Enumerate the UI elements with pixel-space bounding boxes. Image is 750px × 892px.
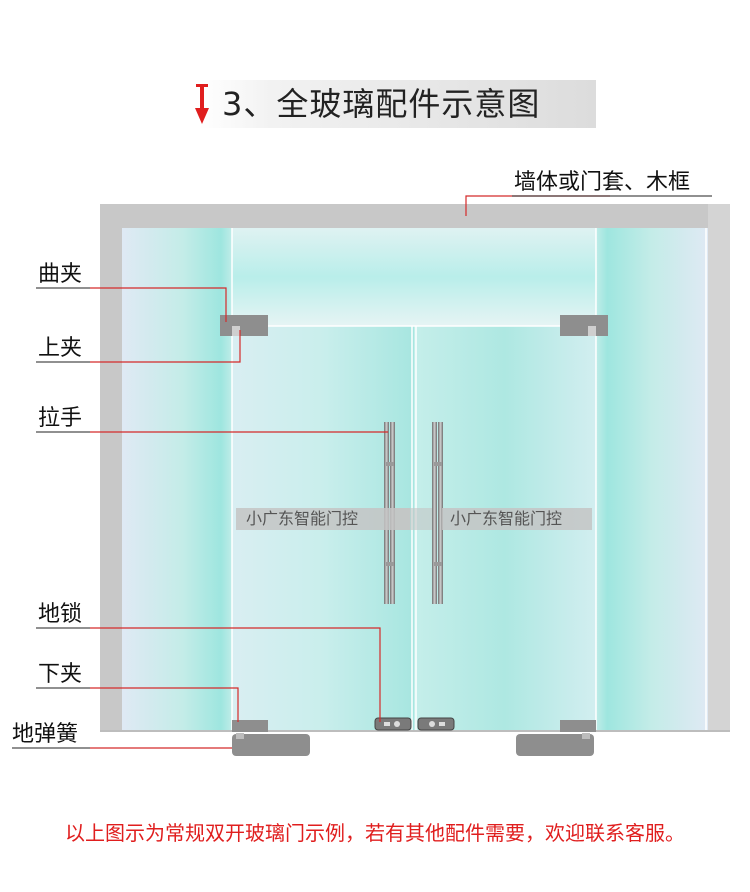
leader-lines bbox=[90, 195, 610, 749]
watermark-band-left bbox=[236, 508, 410, 530]
title-banner bbox=[200, 80, 596, 128]
title-arrow-icon bbox=[195, 84, 209, 124]
wall-frame bbox=[100, 204, 730, 732]
watermark-text: 小广东智能门控 bbox=[246, 509, 359, 528]
side-glass-left bbox=[122, 228, 232, 730]
label-underlines bbox=[12, 195, 712, 749]
label-bottom-clamp: 下夹 bbox=[38, 662, 83, 687]
handle-right bbox=[432, 422, 443, 604]
label-floor-spring: 地弹簧 bbox=[12, 722, 79, 747]
watermark-band-right bbox=[442, 508, 592, 530]
top-clamp-left bbox=[220, 315, 268, 336]
page-title: 3、全玻璃配件示意图 bbox=[222, 85, 541, 123]
top-glass bbox=[232, 228, 596, 326]
side-glass-right bbox=[596, 228, 708, 730]
footer-note: 以上图示为常规双开玻璃门示例，若有其他配件需要，欢迎联系客服。 bbox=[65, 821, 685, 845]
label-curved-clamp: 曲夹 bbox=[38, 262, 83, 287]
floor-spring-right bbox=[516, 733, 594, 756]
top-clamp-right bbox=[560, 315, 608, 336]
label-floor-lock: 地锁 bbox=[38, 602, 83, 627]
watermark-text: 小广东智能门控 bbox=[450, 509, 563, 528]
label-frame: 墙体或门套、木框 bbox=[514, 170, 691, 195]
label-handle: 拉手 bbox=[38, 406, 83, 431]
floor-spring-left bbox=[232, 733, 310, 756]
label-top-clamp: 上夹 bbox=[38, 336, 83, 361]
bottom-clamp-right bbox=[560, 720, 596, 732]
floor-lock bbox=[374, 717, 455, 731]
bottom-clamp-left bbox=[232, 720, 268, 732]
